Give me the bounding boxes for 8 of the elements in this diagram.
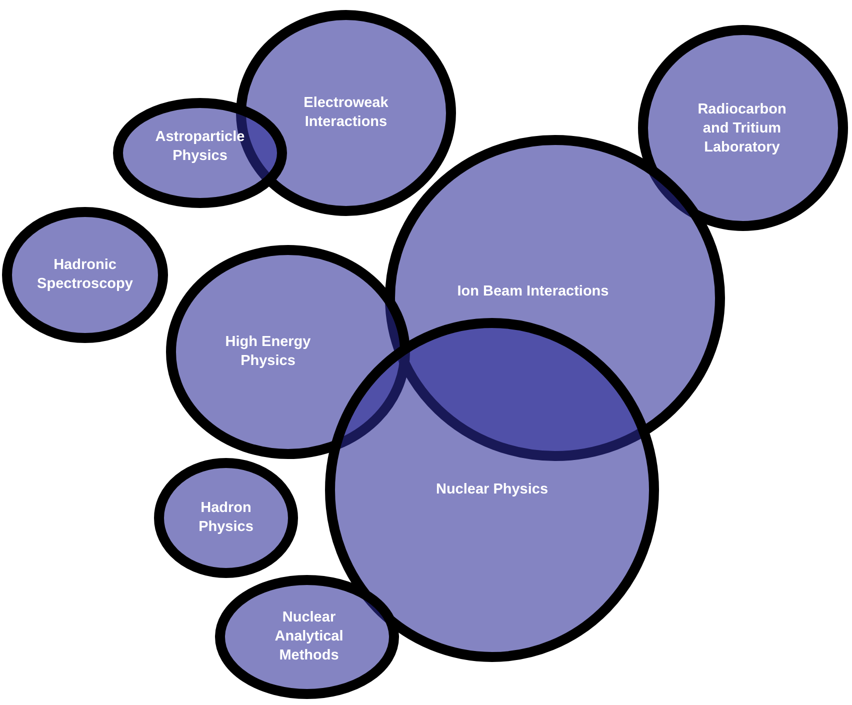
bubble-label: Nuclear Physics bbox=[434, 480, 550, 500]
bubble-label: Radiocarbon and Tritium Laboratory bbox=[696, 100, 788, 158]
bubble-label: High Energy Physics bbox=[224, 333, 312, 371]
bubble-label: Ion Beam Interactions bbox=[456, 282, 610, 302]
bubble-label: Hadronic Spectroscopy bbox=[36, 256, 134, 294]
bubble-label: Nuclear Analytical Methods bbox=[274, 608, 344, 666]
bubble-label: Electroweak Interactions bbox=[302, 94, 390, 132]
bubble-label: Hadron Physics bbox=[198, 499, 254, 537]
